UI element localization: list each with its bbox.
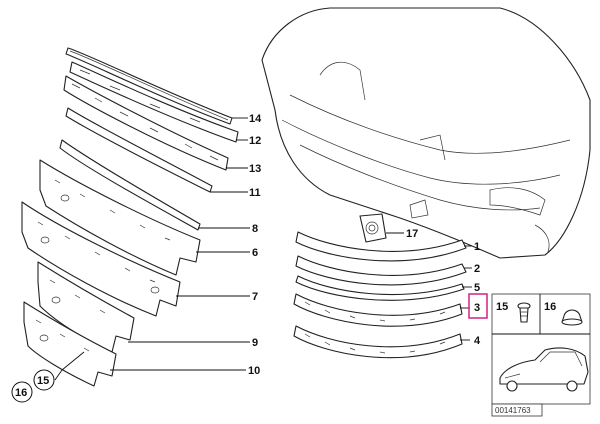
grille-9[interactable] [37, 261, 135, 353]
car-thumbnail [499, 347, 589, 392]
trim-8[interactable] [59, 139, 201, 231]
grille-7[interactable] [21, 201, 181, 317]
circled-callouts: 16 15 [11, 369, 55, 403]
grille-10[interactable] [23, 301, 117, 387]
moulding-1[interactable] [295, 231, 467, 262]
label-7: 7 [252, 291, 258, 303]
label-8: 8 [252, 223, 258, 235]
highlighted-callout-3[interactable]: 3 [468, 293, 488, 319]
strip-5[interactable] [295, 275, 465, 301]
label-9: 9 [252, 337, 258, 349]
label-13: 13 [249, 163, 261, 175]
label-6: 6 [252, 247, 258, 259]
strip-14[interactable] [65, 47, 233, 125]
label-4: 4 [474, 335, 481, 347]
strip-13[interactable] [63, 75, 229, 171]
rear-bumper-drawing [261, 7, 591, 259]
label-12: 12 [249, 135, 261, 147]
label-14: 14 [249, 113, 262, 125]
label-15-inset: 15 [496, 301, 508, 313]
label-16-circle: 16 [15, 387, 27, 399]
moulding-2[interactable] [295, 255, 467, 286]
label-11: 11 [249, 187, 261, 199]
label-5: 5 [474, 282, 480, 294]
label-16-inset: 16 [544, 301, 556, 313]
label-3: 3 [474, 302, 480, 314]
highlight-box [468, 293, 488, 319]
callout-labels: 14 12 13 11 8 6 7 9 10 1 2 5 4 17 [248, 113, 481, 377]
reinforcement-3[interactable] [293, 293, 463, 327]
label-2: 2 [474, 263, 480, 275]
label-1: 1 [474, 241, 480, 253]
bracket-17[interactable] [359, 213, 387, 243]
label-10: 10 [248, 365, 260, 377]
label-15-circle: 15 [37, 375, 49, 387]
document-id: 00141763 [495, 406, 531, 415]
inset-box: 15 16 00141763 [491, 293, 591, 417]
grommet-16-icon[interactable] [561, 309, 583, 326]
label-17: 17 [406, 228, 418, 240]
strip-12[interactable] [69, 61, 239, 143]
reinforcement-4[interactable] [293, 325, 463, 359]
clip-15-icon[interactable] [517, 302, 531, 323]
grille-6[interactable] [39, 159, 201, 276]
leader-lines [54, 117, 472, 381]
